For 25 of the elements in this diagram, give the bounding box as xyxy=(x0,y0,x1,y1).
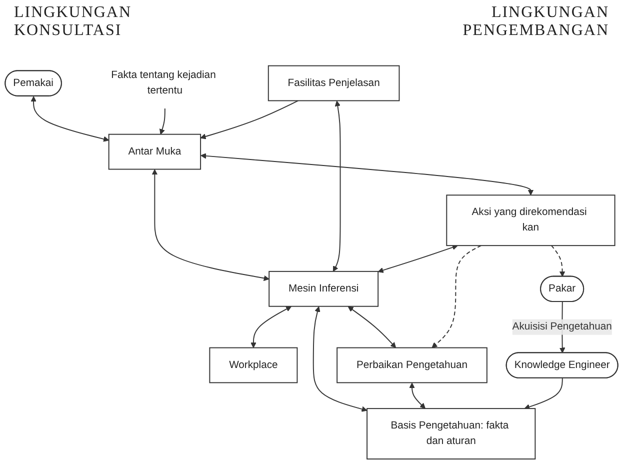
node-box: Mesin Inferensi xyxy=(268,270,379,307)
arrow xyxy=(409,382,426,409)
section-heading: LINGKUNGAN KONSULTASI xyxy=(14,4,133,41)
edge-label: Akuisisi Pengetahuan xyxy=(512,321,612,332)
node-box: Antar Muka xyxy=(108,134,202,170)
node-box: Workplace xyxy=(209,347,298,384)
arrow xyxy=(348,306,396,348)
arrow xyxy=(378,244,458,273)
arrow xyxy=(200,100,299,140)
node-box: Perbaikan Pengetahuan xyxy=(336,347,488,384)
arrow xyxy=(332,100,341,272)
node-text: Fakta tentang kejadian tertentu xyxy=(111,70,216,96)
arrow xyxy=(30,96,110,142)
section-heading: LINGKUNGAN PENGEMBANGAN xyxy=(462,4,609,41)
arrow xyxy=(152,169,270,281)
node-box: Basis Pengetahuan: fakta dan aturan xyxy=(366,408,536,460)
node-box: Aksi yang direkomendasi kan xyxy=(446,194,616,246)
arrow xyxy=(250,306,292,348)
arrow xyxy=(200,153,534,196)
arrow xyxy=(524,378,563,410)
arrow xyxy=(432,245,482,348)
arrow xyxy=(550,245,566,277)
arrow xyxy=(312,306,368,412)
node-box: Fasilitas Penjelasan xyxy=(268,65,400,102)
arrow xyxy=(160,108,166,135)
